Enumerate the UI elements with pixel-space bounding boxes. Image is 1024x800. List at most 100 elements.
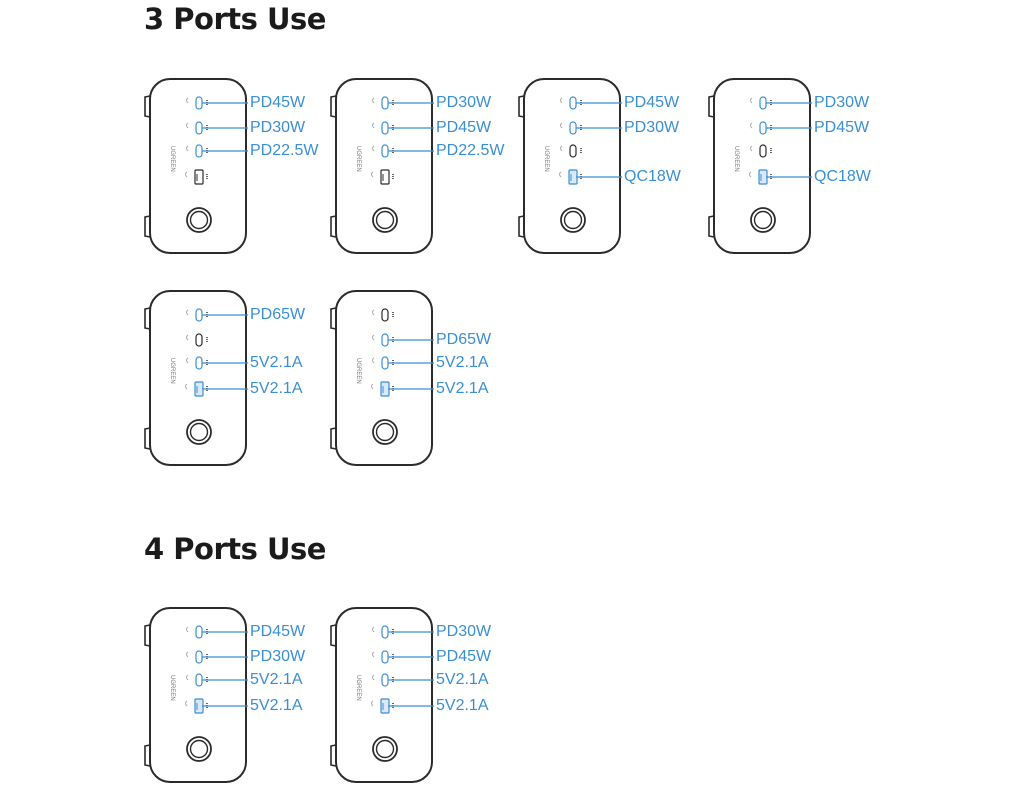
usb-c-port bbox=[381, 356, 389, 370]
power-button-inner bbox=[563, 210, 583, 230]
usb-a-port bbox=[194, 381, 204, 397]
brand-logo-text: UGREEN bbox=[169, 675, 175, 701]
power-button-inner bbox=[189, 210, 209, 230]
port-indicator-mark bbox=[185, 171, 188, 178]
port-output-label: PD30W bbox=[250, 119, 306, 136]
port-indicator-mark bbox=[372, 334, 375, 341]
port-indicator-mark bbox=[186, 145, 189, 152]
brand-logo-text: UGREEN bbox=[733, 146, 739, 172]
brand-logo-text: UGREEN bbox=[543, 146, 549, 172]
usb-c-port bbox=[759, 96, 767, 110]
usb-c-port bbox=[381, 144, 389, 158]
port-output-label: 5V2.1A bbox=[250, 671, 303, 688]
power-button-inner bbox=[753, 210, 773, 230]
usb-a-port bbox=[380, 381, 390, 397]
power-button-inner bbox=[189, 739, 209, 759]
side-clip bbox=[144, 744, 151, 767]
brand-logo-text: UGREEN bbox=[355, 675, 361, 701]
usb-a-port bbox=[380, 698, 390, 714]
charger-svg: UGREEN bbox=[330, 78, 434, 254]
side-clip bbox=[144, 95, 151, 118]
charger-body bbox=[523, 78, 621, 254]
port-indicator-mark bbox=[372, 122, 375, 129]
side-clip bbox=[144, 624, 151, 647]
port-output-label: PD30W bbox=[814, 94, 870, 111]
charger-svg: UGREEN bbox=[144, 607, 248, 783]
port-output-label: PD30W bbox=[250, 648, 306, 665]
port-indicator-mark bbox=[372, 626, 375, 633]
port-indicator-mark bbox=[185, 383, 188, 390]
port-output-label: 5V2.1A bbox=[436, 697, 489, 714]
port-output-label: PD45W bbox=[436, 648, 492, 665]
usb-c-port bbox=[195, 356, 203, 370]
usb-c-port bbox=[195, 96, 203, 110]
usb-c-port bbox=[195, 144, 203, 158]
side-clip bbox=[144, 215, 151, 238]
port-indicator-mark bbox=[186, 651, 189, 658]
usb-c-port bbox=[381, 308, 389, 322]
port-output-label: PD45W bbox=[250, 623, 306, 640]
port-output-label: PD30W bbox=[436, 94, 492, 111]
port-output-label: 5V2.1A bbox=[250, 354, 303, 371]
charger-body bbox=[713, 78, 811, 254]
port-output-label: PD45W bbox=[814, 119, 870, 136]
usb-c-port bbox=[569, 121, 577, 135]
charger-body bbox=[335, 290, 433, 466]
side-clip bbox=[330, 427, 337, 450]
port-indicator-mark bbox=[371, 700, 374, 707]
side-clip bbox=[708, 215, 715, 238]
charger-svg: UGREEN bbox=[144, 78, 248, 254]
side-clip bbox=[330, 307, 337, 330]
port-output-label: PD30W bbox=[436, 623, 492, 640]
side-clip bbox=[518, 95, 525, 118]
usb-c-port bbox=[195, 333, 203, 347]
port-indicator-mark bbox=[371, 383, 374, 390]
power-button-inner bbox=[189, 422, 209, 442]
usb-c-port bbox=[381, 333, 389, 347]
usb-c-port bbox=[759, 121, 767, 135]
usb-c-port bbox=[195, 625, 203, 639]
side-clip bbox=[330, 95, 337, 118]
charger-body bbox=[149, 607, 247, 783]
port-output-label: PD22.5W bbox=[250, 142, 319, 159]
brand-logo-text: UGREEN bbox=[169, 146, 175, 172]
port-indicator-mark bbox=[749, 171, 752, 178]
usb-c-port bbox=[759, 144, 767, 158]
usb-c-port bbox=[381, 121, 389, 135]
port-output-label: PD22.5W bbox=[436, 142, 505, 159]
usb-c-port bbox=[381, 625, 389, 639]
usb-a-port bbox=[194, 169, 204, 185]
port-indicator-mark bbox=[371, 171, 374, 178]
port-output-label: QC18W bbox=[814, 168, 871, 185]
usb-c-port bbox=[569, 144, 577, 158]
charger-svg: UGREEN bbox=[518, 78, 622, 254]
port-indicator-mark bbox=[372, 309, 375, 316]
power-button-inner bbox=[375, 210, 395, 230]
port-indicator-mark bbox=[750, 122, 753, 129]
port-indicator-mark bbox=[560, 122, 563, 129]
charger-svg: UGREEN bbox=[330, 290, 434, 466]
port-indicator-mark bbox=[372, 357, 375, 364]
usb-a-port bbox=[758, 169, 768, 185]
port-output-label: QC18W bbox=[624, 168, 681, 185]
side-clip bbox=[330, 215, 337, 238]
usb-c-port bbox=[381, 673, 389, 687]
power-button-inner bbox=[375, 739, 395, 759]
charger-body bbox=[149, 78, 247, 254]
side-clip bbox=[330, 744, 337, 767]
port-indicator-mark bbox=[750, 97, 753, 104]
usb-c-port bbox=[381, 96, 389, 110]
charger-diagram: UGREEN PD30W PD45W QC18W bbox=[704, 76, 904, 256]
charger-svg: UGREEN bbox=[144, 290, 248, 466]
port-output-label: 5V2.1A bbox=[436, 671, 489, 688]
port-indicator-mark bbox=[560, 145, 563, 152]
port-output-label: 5V2.1A bbox=[436, 354, 489, 371]
port-indicator-mark bbox=[372, 651, 375, 658]
port-indicator-mark bbox=[750, 145, 753, 152]
port-output-label: PD45W bbox=[624, 94, 680, 111]
usb-a-port bbox=[380, 169, 390, 185]
